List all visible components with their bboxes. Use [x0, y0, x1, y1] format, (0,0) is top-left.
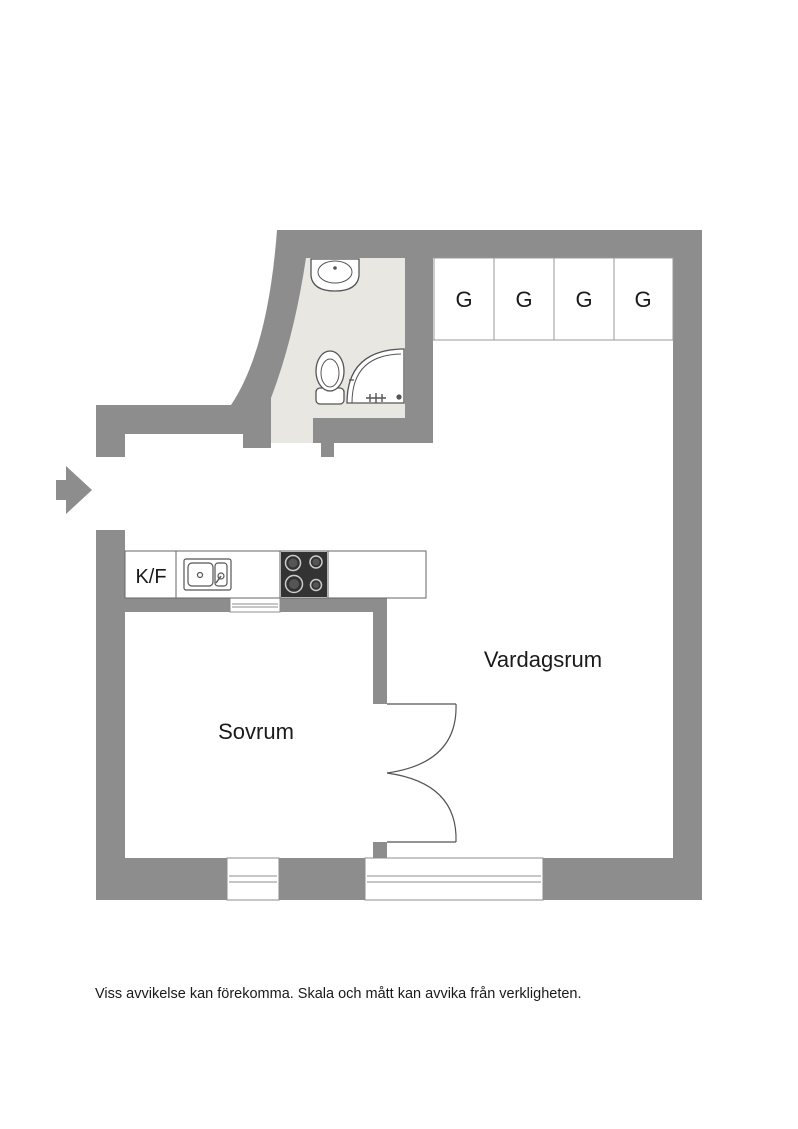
washbasin-icon [310, 258, 360, 292]
double-door [386, 703, 457, 843]
walls [96, 230, 702, 900]
kitchen-counter [124, 550, 427, 599]
wardrobe-label: G [575, 287, 592, 312]
toilet-icon [315, 350, 345, 405]
sink-icon [183, 558, 232, 591]
room-label-bedroom: Sovrum [218, 719, 294, 744]
disclaimer-text: Viss avvikelse kan förekomma. Skala och … [95, 986, 582, 1002]
kitchen-label: K/F [135, 566, 166, 588]
entrance-arrow-icon [56, 466, 92, 514]
room-label-living: Vardagsrum [484, 647, 602, 672]
windows [226, 597, 544, 901]
wardrobe-label: G [634, 287, 651, 312]
hob-icon [281, 552, 327, 597]
wardrobes [433, 257, 674, 341]
wardrobe-label: G [515, 287, 532, 312]
wardrobe-label: G [455, 287, 472, 312]
shower-icon [346, 348, 405, 404]
